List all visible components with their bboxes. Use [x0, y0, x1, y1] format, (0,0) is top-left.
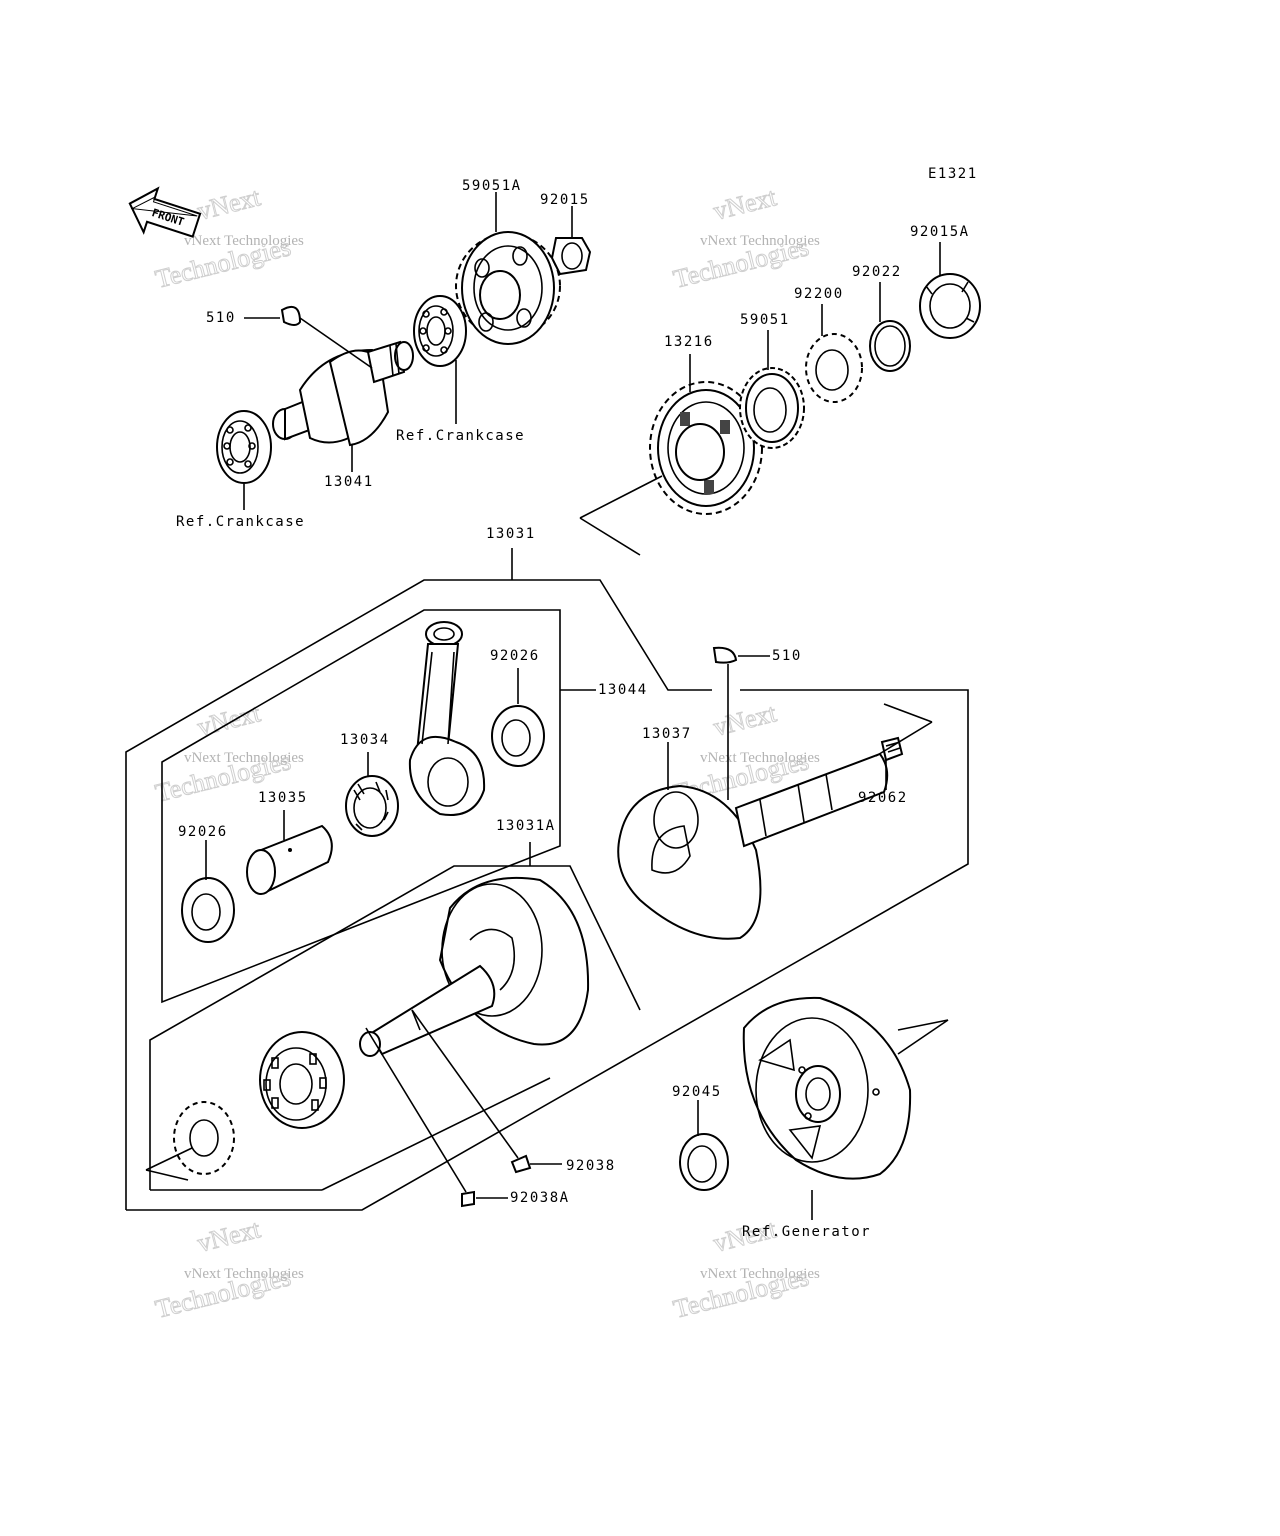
label-13031: 13031: [486, 526, 536, 542]
label-13041: 13041: [324, 474, 374, 490]
watermark-text: vNext Technologies: [700, 1266, 820, 1282]
key-92038A: [461, 1190, 475, 1208]
conrod-kit-outline: [161, 609, 561, 1004]
watermark-outline: vNext: [194, 1214, 263, 1258]
label-13216: 13216: [664, 334, 714, 350]
watermark-outline: vNext: [194, 698, 263, 742]
crank-pin: [246, 824, 333, 895]
watermark-text: vNext Technologies: [184, 1266, 304, 1282]
label-92015A: 92015A: [910, 224, 970, 240]
watermark-text: vNext Technologies: [184, 750, 304, 766]
balancer-gear-large: [455, 231, 561, 345]
crankcase-bearing-middle: [413, 295, 467, 367]
label-510-top: 510: [206, 310, 236, 326]
balancer-drive-gear: [739, 367, 805, 449]
watermark-5: vNext Technologies Technologies vNext: [152, 1214, 304, 1325]
label-ref-crankcase-2: Ref.Crankcase: [176, 514, 305, 530]
label-13035: 13035: [258, 790, 308, 806]
label-92062: 92062: [858, 790, 908, 806]
label-ref-crankcase-1: Ref.Crankcase: [396, 428, 525, 444]
watermark-1: vNext Technologies Technologies vNext: [152, 182, 304, 295]
crank-half-right: [617, 752, 889, 940]
watermark-text: vNext Technologies: [184, 233, 304, 249]
thrust-washer-top: [491, 705, 545, 767]
label-92200: 92200: [794, 286, 844, 302]
crankshaft-bearing: [259, 1031, 345, 1129]
key-510-right: [712, 646, 738, 664]
diagram-code: E1321: [928, 166, 978, 182]
label-59051A: 59051A: [462, 178, 522, 194]
lock-washer-92200: [805, 333, 863, 403]
watermark-2: vNext Technologies Technologies vNext: [670, 182, 820, 295]
label-13031A: 13031A: [496, 818, 556, 834]
generator-rotor: [742, 996, 912, 1180]
watermark-outline: vNext: [194, 182, 263, 226]
label-13037: 13037: [642, 726, 692, 742]
label-ref-generator: Ref.Generator: [742, 1224, 871, 1240]
thrust-washer-left: [181, 877, 235, 943]
nut-92015A: [919, 273, 981, 339]
front-arrow-icon: FRONT: [128, 186, 202, 238]
crankcase-bearing-left: [216, 410, 272, 484]
label-92026-top: 92026: [490, 648, 540, 664]
nut-92015: [550, 237, 592, 276]
label-92038A: 92038A: [510, 1190, 570, 1206]
label-510-right: 510: [772, 648, 802, 664]
watermark-outline: vNext: [710, 182, 779, 226]
needle-bearing: [345, 775, 399, 837]
label-13034: 13034: [340, 732, 390, 748]
watermark-text: vNext Technologies: [700, 750, 820, 766]
watermark-text: vNext Technologies: [700, 233, 820, 249]
label-92038: 92038: [566, 1158, 616, 1174]
key-510-top: [280, 306, 302, 326]
label-92015: 92015: [540, 192, 590, 208]
primary-gear: [649, 381, 763, 515]
crank-half-left: [359, 876, 590, 1057]
connecting-rod: [408, 621, 486, 816]
label-92022: 92022: [852, 264, 902, 280]
crank-half-outline: [149, 865, 641, 1190]
label-13044: 13044: [598, 682, 648, 698]
balancer-shaft: [272, 340, 414, 447]
label-59051: 59051: [740, 312, 790, 328]
label-92026-left: 92026: [178, 824, 228, 840]
key-92038: [510, 1154, 532, 1174]
watermark-outline: vNext: [710, 698, 779, 742]
timing-sprocket: [173, 1101, 235, 1175]
washer-92022: [869, 320, 911, 372]
oil-seal: [679, 1133, 729, 1191]
label-92045: 92045: [672, 1084, 722, 1100]
